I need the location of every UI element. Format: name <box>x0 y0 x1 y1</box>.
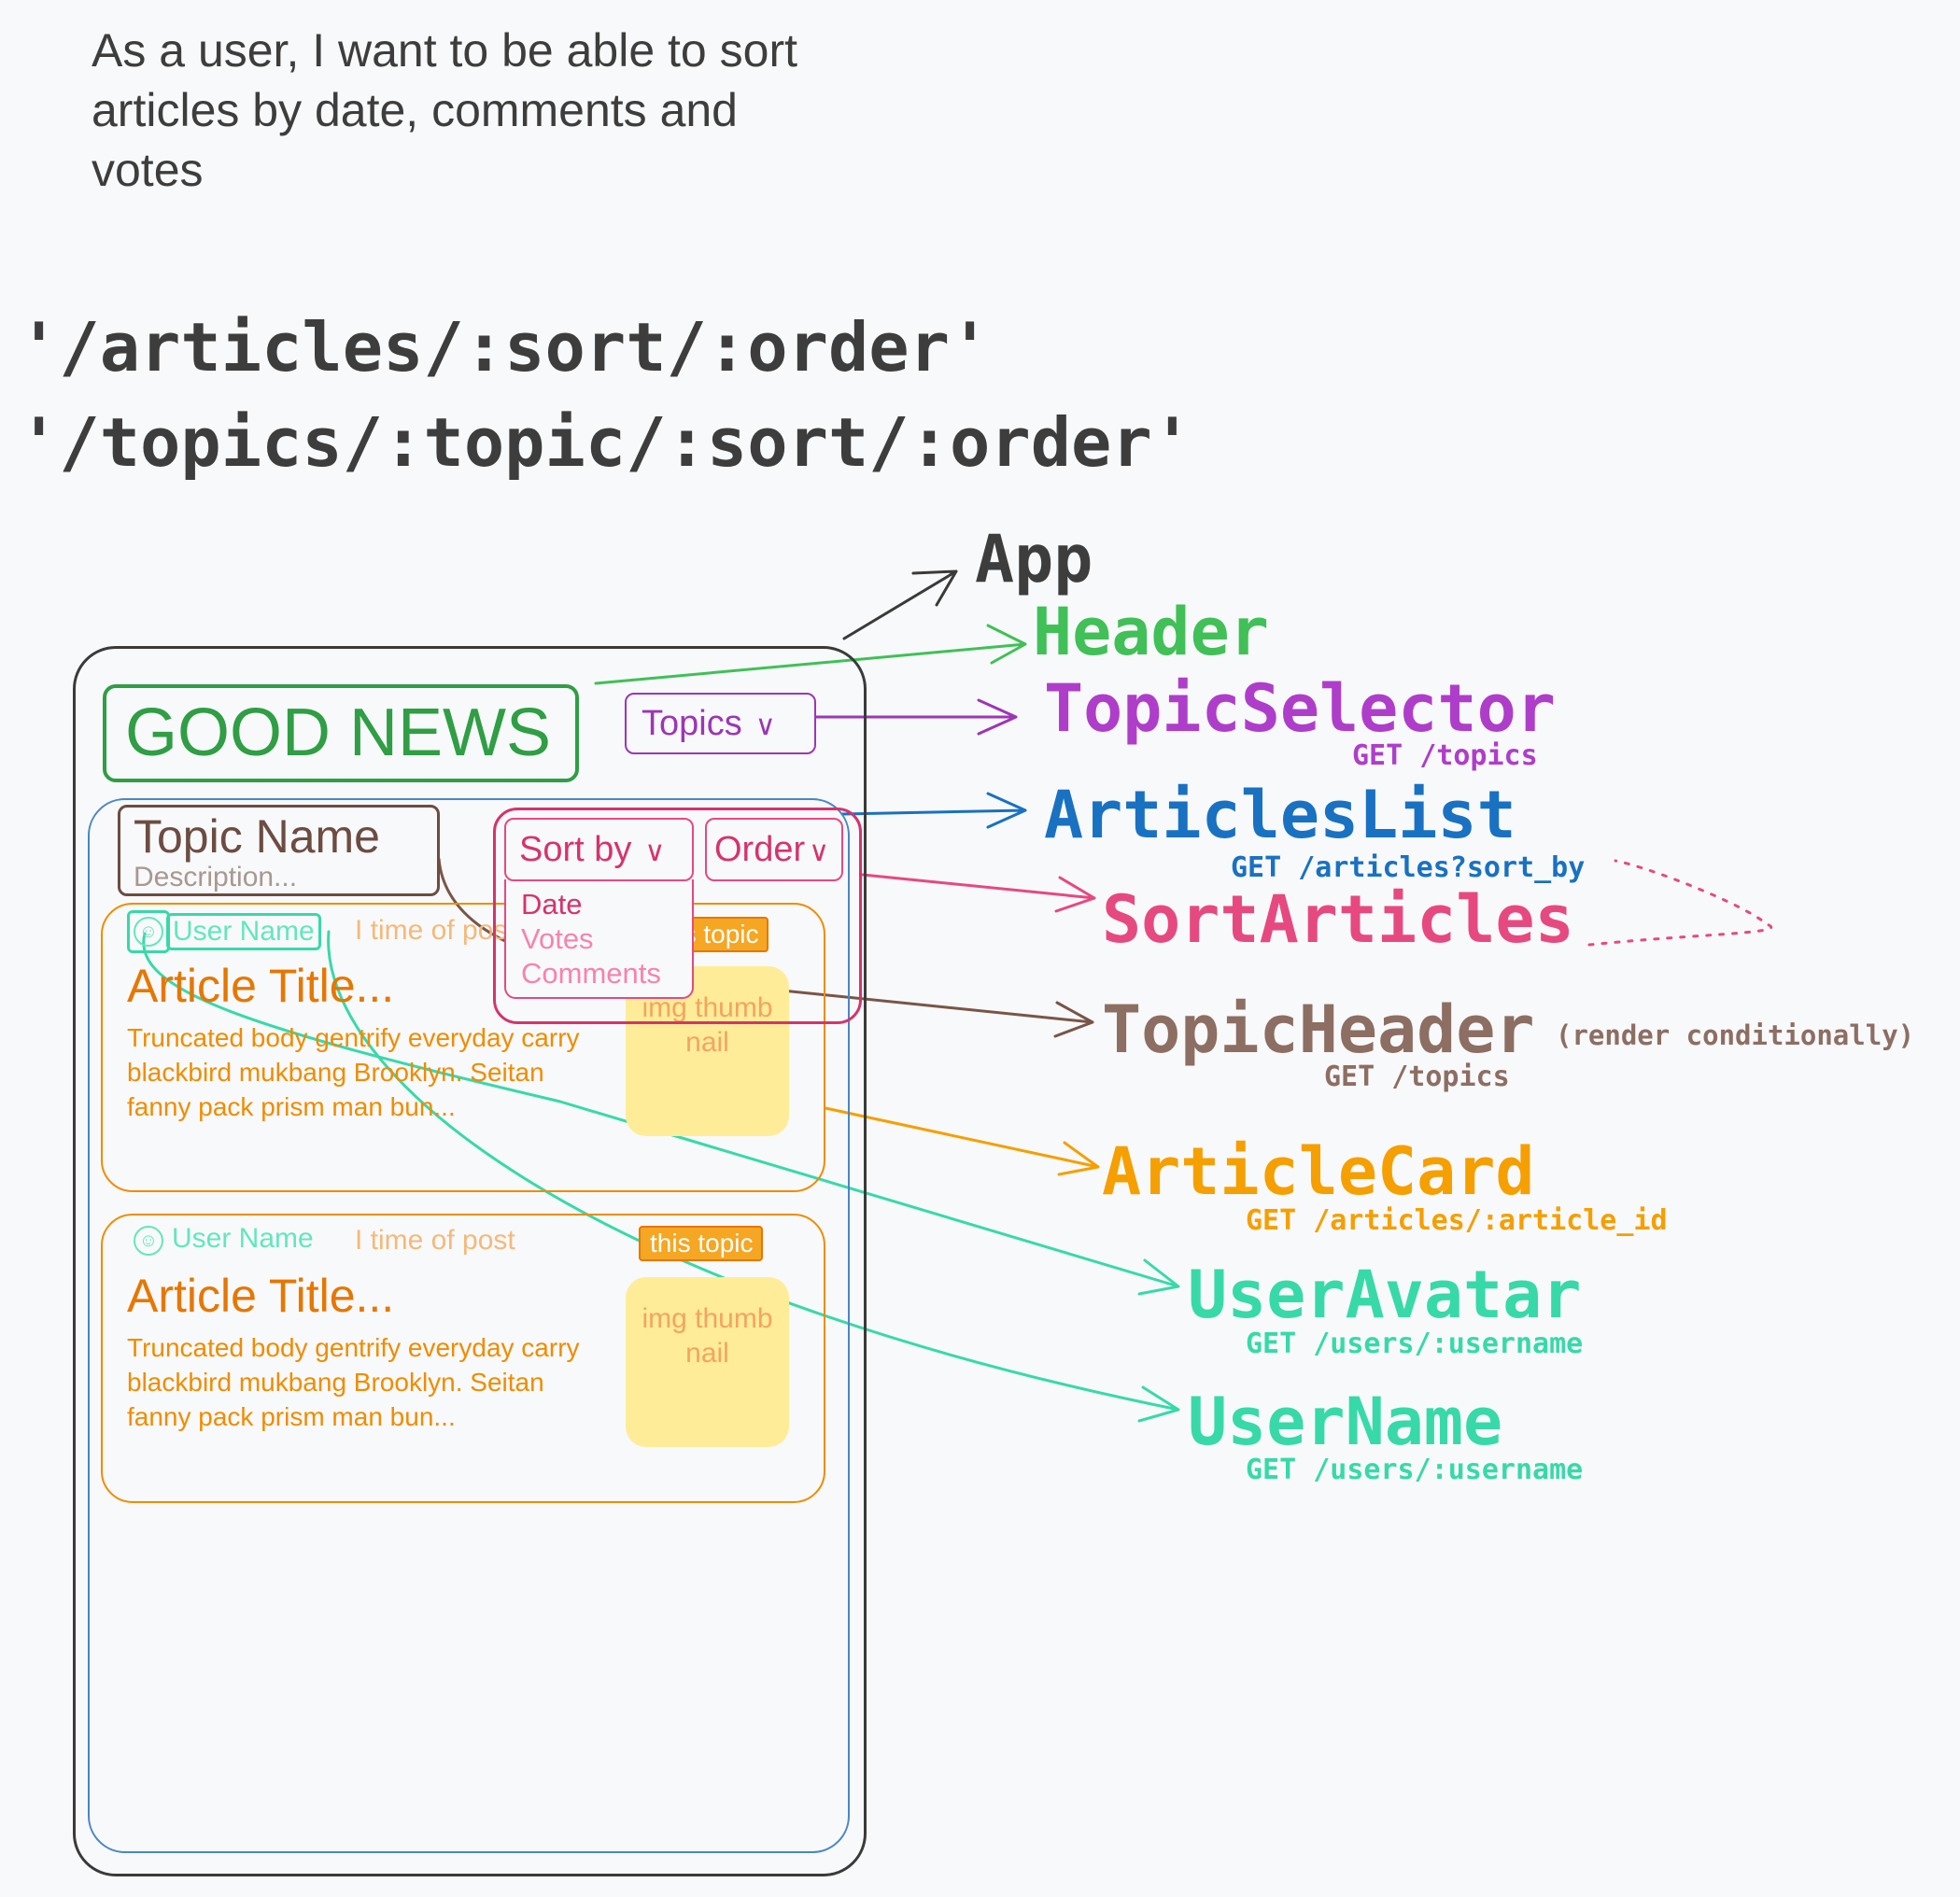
user-avatar-icon[interactable]: ☺ <box>134 917 163 947</box>
arrow-article-card <box>824 1106 1100 1176</box>
api-user-avatar: GET /users/:username <box>1246 1328 1584 1360</box>
logo: GOOD NEWS <box>103 684 579 782</box>
note-topic-header: (render conditionally) <box>1556 1019 1915 1051</box>
sort-articles-frame <box>493 808 862 1024</box>
sort-by-dropdown[interactable]: Sort by ∨ <box>504 818 694 881</box>
article-title[interactable]: Article Title... <box>127 960 395 1012</box>
api-article-card: GET /articles/:article_id <box>1246 1204 1668 1237</box>
article-body: Truncated body gentrify everyday carry b… <box>127 1023 580 1121</box>
label-sort-articles: SortArticles <box>1102 881 1574 958</box>
sort-menu: Date Votes Comments <box>504 879 694 999</box>
chevron-down-icon: ∨ <box>754 710 776 741</box>
post-time: I time of post <box>355 1225 515 1256</box>
article-thumbnail[interactable]: img thumb nail <box>626 1277 789 1447</box>
route-articles: '/articles/:sort/:order' <box>19 308 991 386</box>
label-articles-list: ArticlesList <box>1044 777 1516 853</box>
label-user-avatar: UserAvatar <box>1188 1257 1582 1333</box>
order-dropdown[interactable]: Order∨ <box>705 818 843 881</box>
api-topic-header: GET /topics <box>1324 1061 1510 1093</box>
sort-by-label: Sort by <box>519 830 632 869</box>
topic-header: Topic Name Description... <box>118 805 440 896</box>
user-name[interactable]: User Name <box>166 913 321 950</box>
topic-tag[interactable]: this topic <box>639 1226 763 1261</box>
sort-option-comments[interactable]: Comments <box>521 957 661 990</box>
user-name[interactable]: User Name <box>172 1223 314 1254</box>
sort-option-date[interactable]: Date <box>521 888 583 920</box>
api-topic-selector: GET /topics <box>1352 739 1538 772</box>
article-card[interactable] <box>101 1214 825 1503</box>
chevron-down-icon: ∨ <box>644 836 666 867</box>
user-avatar-icon[interactable]: ☺ <box>134 1226 163 1256</box>
route-topics: '/topics/:topic/:sort/:order' <box>19 403 1193 482</box>
arrow-sort-articles <box>861 873 1096 913</box>
label-app: App <box>975 521 1093 597</box>
phone-frame <box>73 646 867 1876</box>
post-time: I time of post <box>355 915 515 946</box>
arrow-topic-selector <box>814 698 1018 736</box>
label-header: Header <box>1033 594 1269 670</box>
articles-list-frame <box>88 798 850 1853</box>
arrow-header <box>594 624 1027 685</box>
article-body: Truncated body gentrify everyday carry b… <box>127 1333 580 1431</box>
article-title[interactable]: Article Title... <box>127 1270 395 1322</box>
arrow-user-name <box>327 930 1180 1423</box>
sort-option-votes[interactable]: Votes <box>521 922 594 955</box>
api-articles-list: GET /articles?sort_by <box>1231 851 1586 884</box>
topic-name: Topic Name <box>134 810 380 863</box>
topics-dropdown-label: Topics <box>642 704 742 743</box>
arrow-articles-list <box>840 792 1027 829</box>
arrow-user-avatar <box>142 932 1180 1296</box>
chevron-down-icon: ∨ <box>809 836 830 867</box>
label-user-name: UserName <box>1188 1384 1503 1460</box>
user-story: As a user, I want to be able to sort art… <box>92 24 797 196</box>
api-user-name: GET /users/:username <box>1246 1454 1584 1486</box>
label-topic-header: TopicHeader <box>1102 991 1535 1068</box>
article-card[interactable] <box>101 903 825 1192</box>
label-topic-selector: TopicSelector <box>1044 670 1556 747</box>
dotted-self-link <box>1587 859 1773 947</box>
arrow-app <box>842 569 958 640</box>
label-article-card: ArticleCard <box>1102 1133 1535 1210</box>
order-label: Order <box>714 830 806 869</box>
topics-dropdown[interactable]: Topics ∨ <box>625 693 816 754</box>
topic-description: Description... <box>134 862 298 892</box>
